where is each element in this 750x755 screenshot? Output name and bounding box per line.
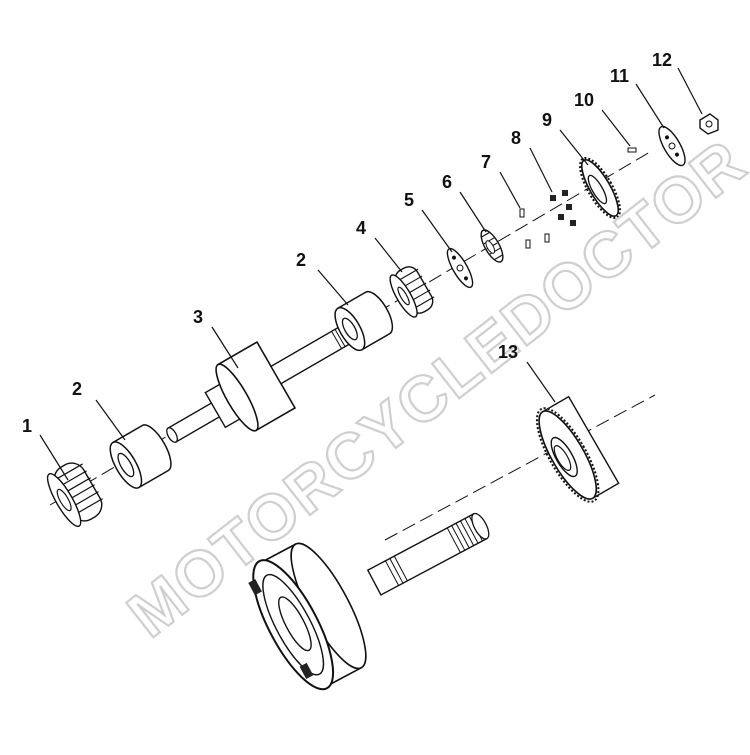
part-3-shaft [166,320,360,443]
callout-11: 11 [610,66,665,129]
callout-6: 6 [442,172,487,233]
callout-2b-label: 2 [296,250,306,270]
callout-6-label: 6 [442,172,452,192]
part-2-bearing-left [109,424,172,489]
part-11-plate [658,125,686,167]
callout-11-label: 11 [610,66,629,86]
part-1-small-gear [46,462,103,527]
callout-10: 10 [574,90,631,147]
callout-4: 4 [356,218,403,273]
watermark-text: MOTORCYCLEDOCTOR [114,125,750,651]
callout-1-label: 1 [22,416,32,436]
callout-13: 13 [498,342,556,403]
callout-4-label: 4 [356,218,366,238]
part-7-pins [519,208,550,249]
callout-7-label: 7 [481,152,491,172]
callout-2a: 2 [72,379,126,441]
callout-3: 3 [193,307,239,369]
callout-5: 5 [404,190,453,253]
callout-9: 9 [542,110,589,166]
part-9-large-gear [579,156,621,220]
part-13-large-gear [535,395,620,503]
watermark: MOTORCYCLEDOCTOR [113,124,750,652]
callout-3-label: 3 [193,307,203,327]
callout-7: 7 [481,152,521,209]
part-8-rollers [550,190,576,226]
callout-5-label: 5 [404,190,414,210]
callout-1: 1 [22,416,69,481]
part-output-shaft-assembly [248,512,490,691]
callout-2a-label: 2 [72,379,82,399]
callout-12-label: 12 [652,50,672,70]
callout-9-label: 9 [542,110,552,130]
part-6-gear [480,229,504,263]
callout-2b: 2 [296,250,349,306]
lower-shaft-axis [384,394,656,541]
part-4-gear [389,266,435,318]
callout-8: 8 [511,128,553,193]
callout-12: 12 [652,50,703,115]
part-12-nut [699,113,719,135]
callout-10-label: 10 [574,90,594,110]
part-2-bearing-right [334,290,394,352]
callout-13-label: 13 [498,342,518,362]
callouts: 1 2 3 2 4 5 6 7 [22,50,703,481]
callout-8-label: 8 [511,128,521,148]
part-5-plate [446,247,474,289]
part-10-pin [627,147,637,153]
